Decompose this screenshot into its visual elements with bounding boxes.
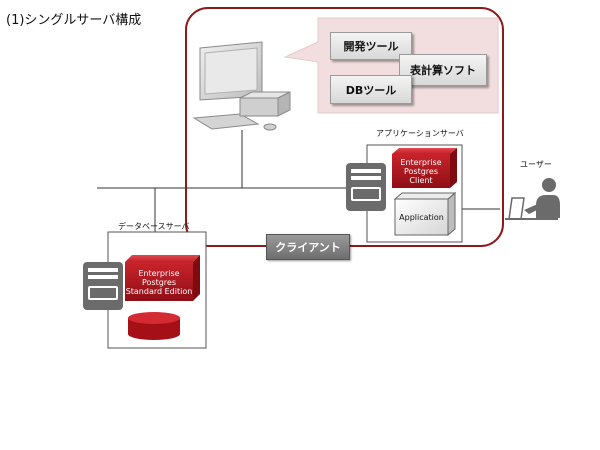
client-label: クライアント <box>266 234 350 260</box>
app-server-icon <box>346 163 386 211</box>
spreadsheet-label: 表計算ソフト <box>410 64 476 77</box>
network-lines <box>97 130 500 232</box>
eps-box-shape <box>125 255 200 301</box>
db-tool-box: DBツール <box>330 75 412 104</box>
epc-line1: Enterprise <box>400 158 442 167</box>
application-label: Application <box>399 212 444 222</box>
application-box: Application <box>395 199 448 235</box>
app-server-label: アプリケーションサーバ <box>376 129 464 138</box>
spreadsheet-box: 表計算ソフト <box>399 54 487 86</box>
client-label-text: クライアント <box>275 241 341 254</box>
page-title: (1)シングルサーバ構成 <box>6 13 142 28</box>
epc-line2: Postgres <box>403 167 439 176</box>
database-cylinder-icon <box>128 312 180 340</box>
user-icon <box>505 178 560 220</box>
eps-box: Enterprise Postgres Standard Edition <box>125 263 193 301</box>
db-tool-label: DBツール <box>345 83 397 97</box>
eps-line1: Enterprise <box>138 268 180 278</box>
application-box-shape <box>393 191 457 237</box>
db-server-icon <box>83 262 123 310</box>
eps-line2: Postgres <box>141 277 177 287</box>
user-label: ユーザー <box>520 160 552 169</box>
desktop-computer-icon <box>192 41 291 131</box>
eps-line3: Standard Edition <box>125 286 193 296</box>
epc-box: Enterprise Postgres Client <box>392 155 450 188</box>
epc-line3: Client <box>409 176 433 185</box>
db-server-label: データベースサーバ <box>118 222 190 231</box>
epc-box-shape <box>392 148 457 188</box>
dev-tool-box: 開発ツール <box>330 32 412 60</box>
dev-tool-label: 開発ツール <box>343 40 399 53</box>
